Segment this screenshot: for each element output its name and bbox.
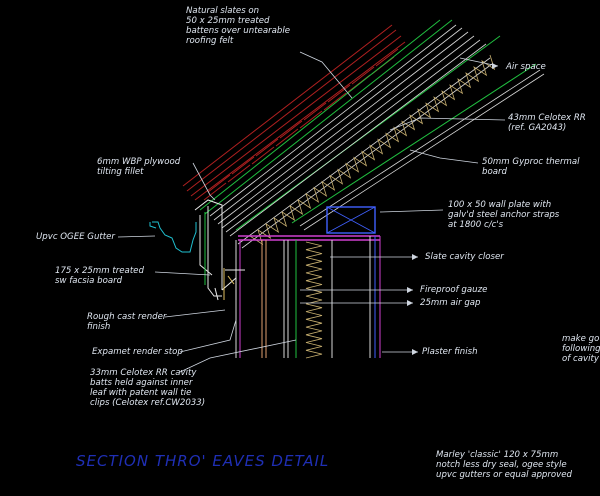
label-celotex-rr: 43mm Celotex RR (ref. GA2043) — [508, 113, 586, 133]
label-air-gap: 25mm air gap — [420, 298, 481, 308]
label-render: Rough cast render finish — [87, 312, 167, 332]
label-plywood-fillet: 6mm WBP plywood tilting fillet — [97, 157, 181, 177]
label-cavity-batts: 33mm Celotex RR cavity batts held agains… — [90, 368, 206, 408]
drawing-title: SECTION THRO' EAVES DETAIL — [76, 452, 330, 470]
slate-layers — [182, 24, 406, 201]
wall-plate — [326, 206, 376, 234]
leader-lines — [117, 51, 506, 373]
fixings — [223, 268, 235, 300]
gutter-profile — [149, 221, 197, 253]
label-slate-closer: Slate cavity closer — [425, 252, 504, 262]
label-wall-plate: 100 x 50 wall plate with galv'd steel an… — [448, 200, 560, 230]
fascia-gutter — [194, 199, 245, 301]
leader-arrows — [407, 63, 498, 355]
celotex-insulation — [249, 54, 496, 246]
label-upvc-gutter: Upvc OGEE Gutter — [36, 232, 115, 242]
label-expamet: Expamet render stop — [92, 347, 183, 357]
label-gyproc: 50mm Gyproc thermal board — [482, 157, 580, 177]
label-fascia: 175 x 25mm treated sw facsia board — [55, 266, 144, 286]
label-note-right: make go following of cavity — [562, 334, 600, 364]
label-marley: Marley 'classic' 120 x 75mm notch less d… — [436, 450, 573, 480]
wall-lines — [235, 236, 381, 358]
rafter-lines — [209, 24, 545, 249]
label-natural-slates: Natural slates on 50 x 25mm treated batt… — [186, 6, 291, 46]
label-fireproof: Fireproof gauze — [420, 285, 488, 295]
label-air-space: Air space — [506, 62, 546, 72]
cavity-batts — [305, 241, 323, 359]
label-plaster: Plaster finish — [422, 347, 478, 357]
